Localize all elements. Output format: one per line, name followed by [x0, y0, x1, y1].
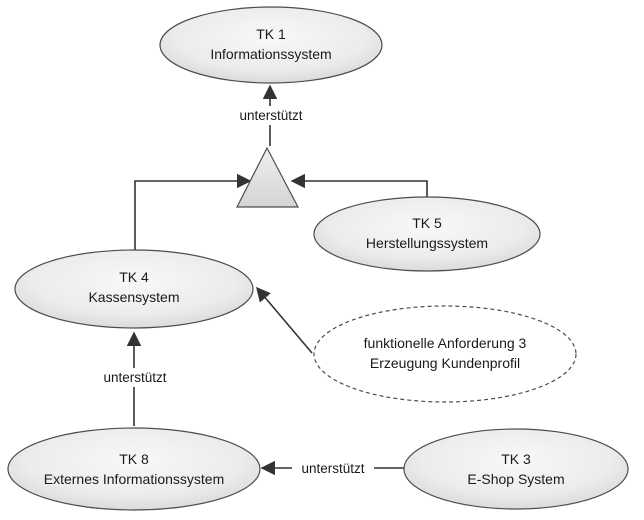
node-tk3[interactable]: TK 3 E-Shop System [403, 428, 629, 510]
node-tk3-title: TK 3 [501, 451, 531, 467]
node-requirement-3-subtitle: Erzeugung Kundenprofil [370, 355, 520, 371]
node-requirement-3[interactable]: funktionelle Anforderung 3 Erzeugung Kun… [313, 305, 577, 403]
node-requirement-3-title: funktionelle Anforderung 3 [364, 335, 527, 351]
node-tk8[interactable]: TK 8 Externes Informationssystem [7, 427, 261, 511]
node-tk4[interactable]: TK 4 Kassensystem [14, 249, 254, 329]
edge-tk4-to-triangle [134, 173, 252, 252]
edge-req3-to-tk4 [256, 286, 313, 354]
node-tk8-title: TK 8 [119, 451, 149, 467]
node-tk1[interactable]: TK 1 Informationssystem [159, 6, 383, 84]
node-tk1-subtitle: Informationssystem [210, 46, 331, 62]
node-tk5[interactable]: TK 5 Herstellungssystem [313, 196, 541, 272]
node-tk4-subtitle: Kassensystem [88, 289, 179, 305]
node-tk5-subtitle: Herstellungssystem [366, 235, 488, 251]
edge-label-tk3-to-tk8: unterstützt [301, 461, 364, 476]
edge-label-triangle-to-tk1: unterstützt [239, 108, 302, 123]
node-tk5-title: TK 5 [412, 215, 442, 231]
edge-label-tk8-to-tk4: unterstützt [103, 370, 166, 385]
node-tk3-subtitle: E-Shop System [467, 471, 564, 487]
node-tk1-title: TK 1 [256, 26, 286, 42]
triangle-node[interactable] [236, 146, 299, 208]
node-tk4-title: TK 4 [119, 269, 149, 285]
node-tk8-subtitle: Externes Informationssystem [44, 471, 225, 487]
edge-tk5-to-triangle [290, 173, 428, 199]
